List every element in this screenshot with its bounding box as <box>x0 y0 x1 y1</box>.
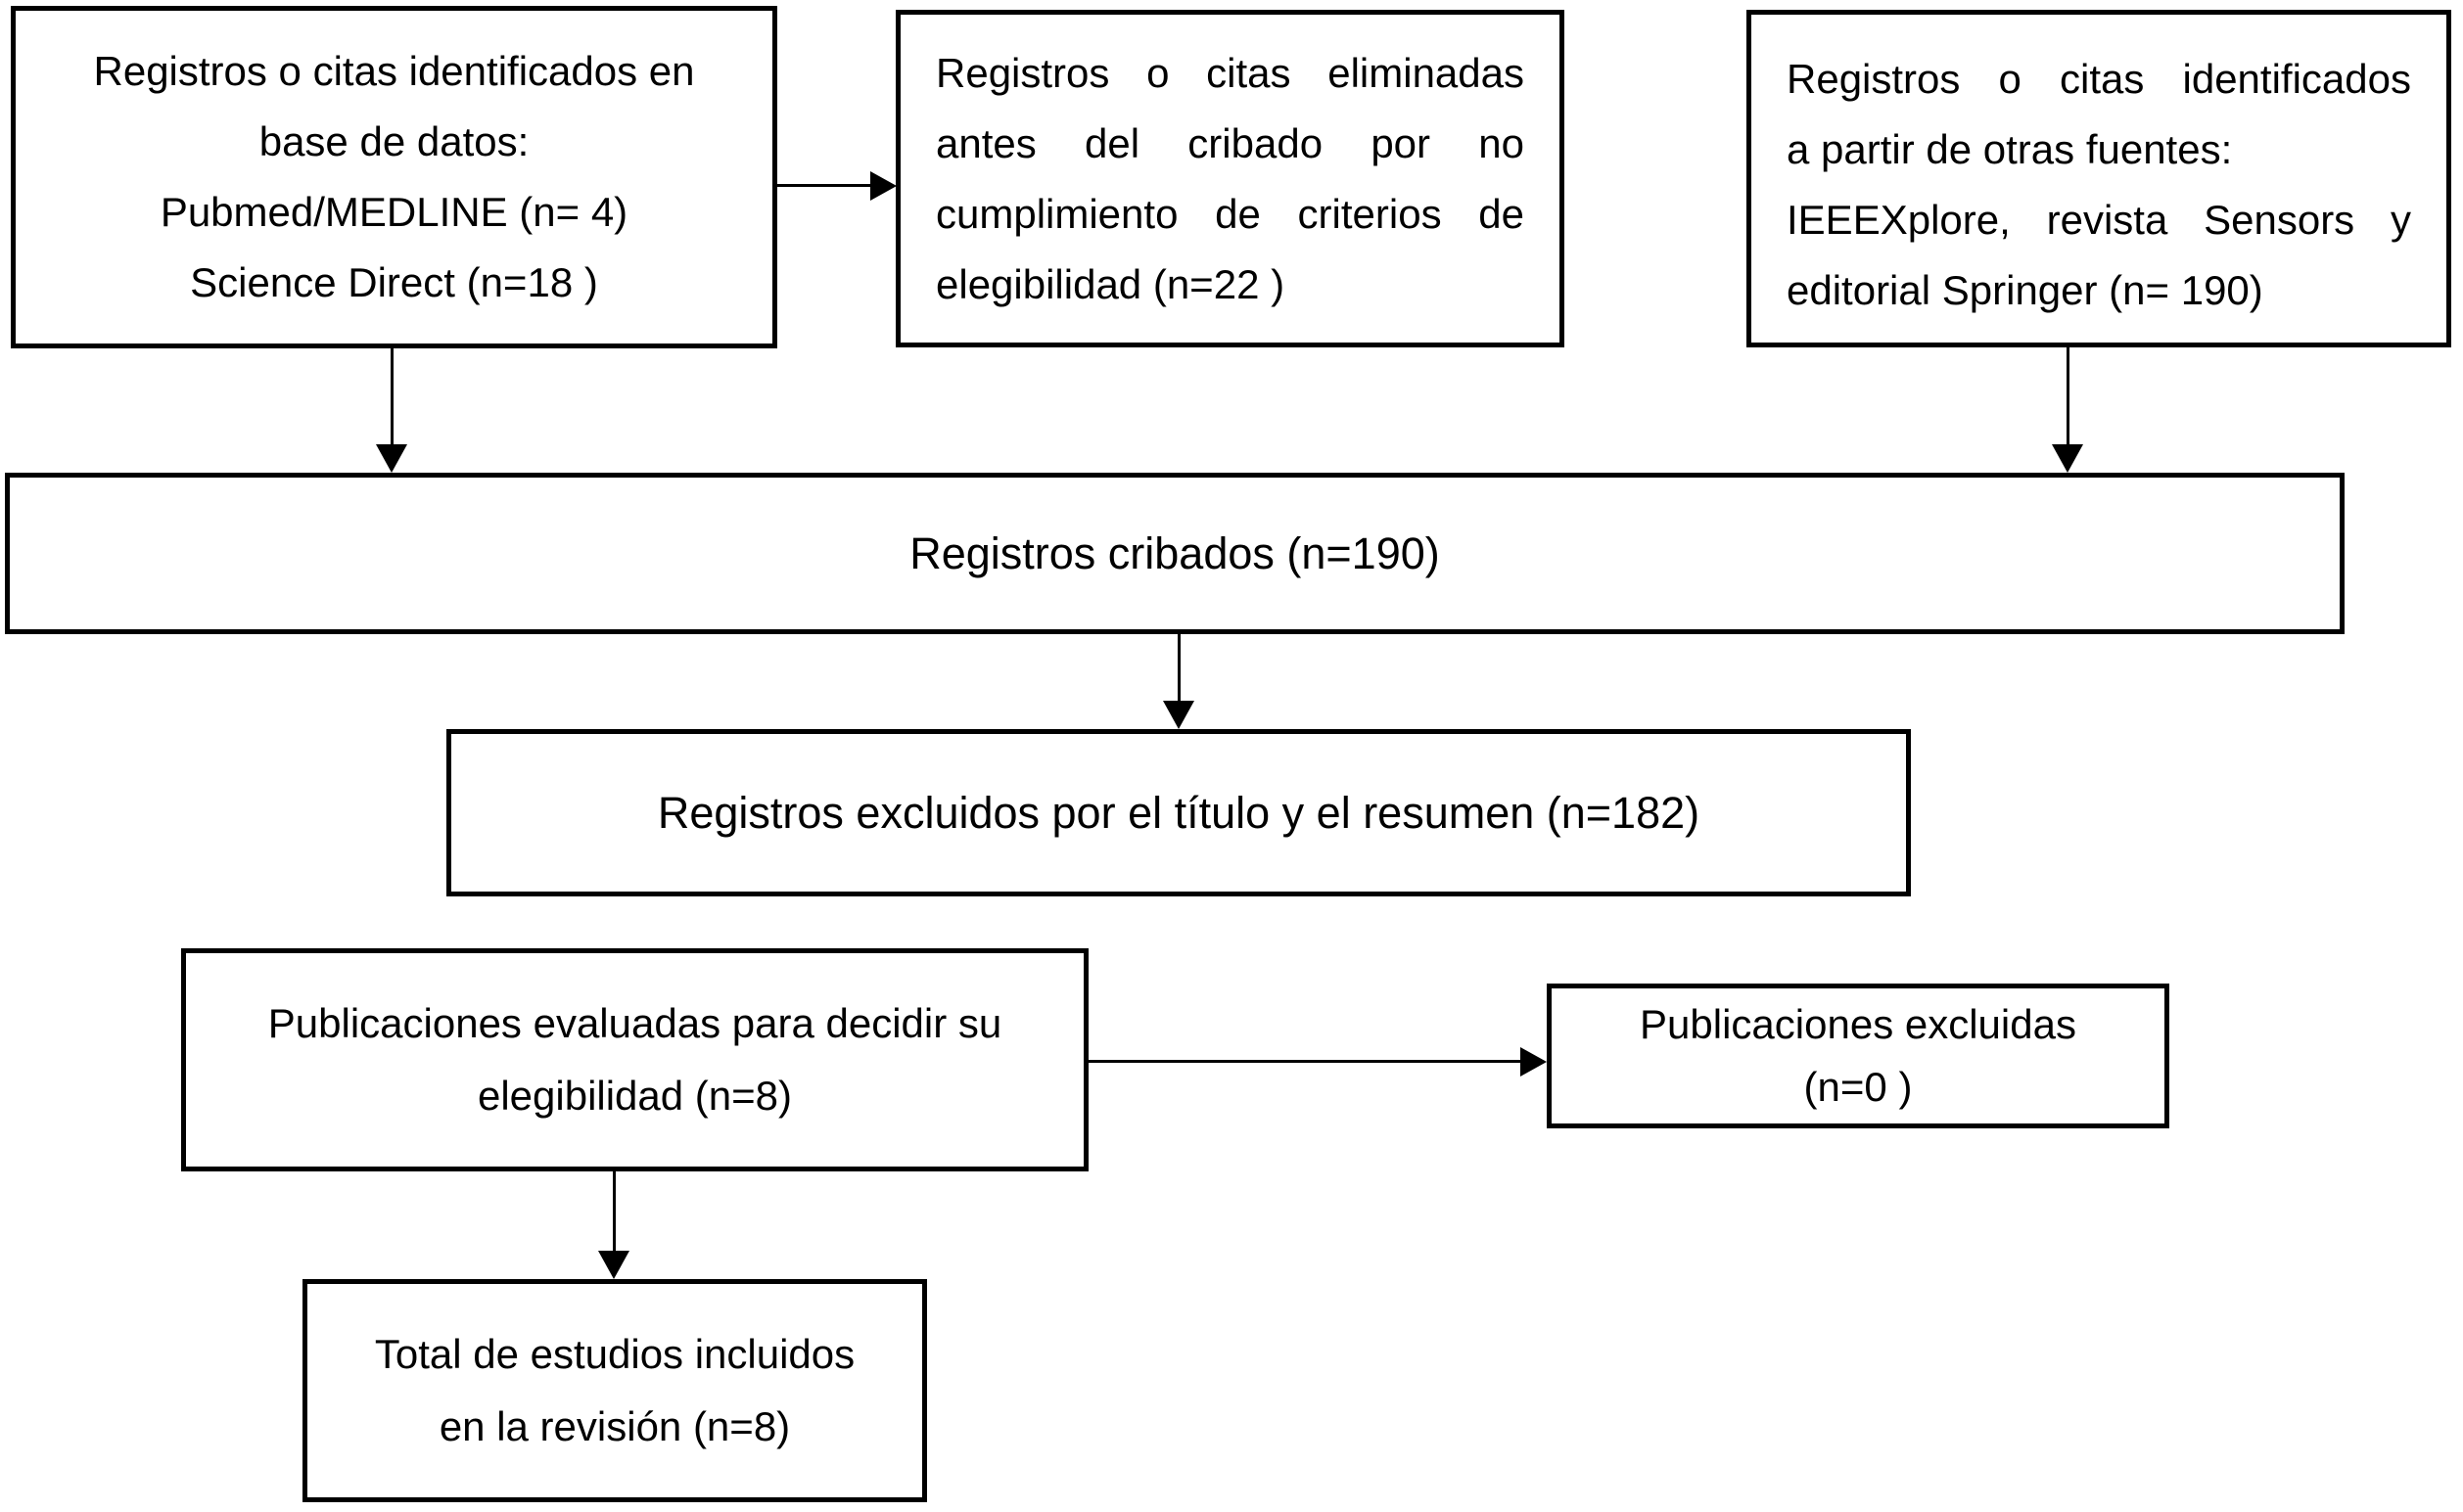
arrow-assessed-to-included-head <box>598 1251 629 1279</box>
box-other-sources-line-2: a partir de otras fuentes: <box>1787 126 2233 172</box>
arrow-screened-to-excluded-head <box>1163 701 1194 729</box>
box-records-screened-line-1: Registros cribados (n=190) <box>909 527 1440 578</box>
box-publications-excluded: Publicaciones excluidas (n=0 ) <box>1547 984 2169 1128</box>
box-records-screened: Registros cribados (n=190) <box>5 473 2345 634</box>
box-other-sources-line-3: IEEEXplore, revista Sensors y <box>1787 197 2411 243</box>
box-identified-databases-line-4: Science Direct (n=18 ) <box>190 259 598 305</box>
box-studies-included-line-2: en la revisión (n=8) <box>439 1403 791 1449</box>
box-studies-included: Total de estudios incluidos en la revisi… <box>302 1279 927 1502</box>
arrow-databases-to-screened-stem <box>391 348 394 446</box>
arrow-databases-to-removed-head <box>870 171 897 201</box>
arrow-databases-to-screened-head <box>376 444 407 473</box>
box-publications-assessed-line-1: Publicaciones evaluadas para decidir su <box>267 1000 1002 1046</box>
box-records-excluded-line-1: Registros excluidos por el título y el r… <box>657 787 1700 838</box>
box-publications-excluded-line-2: (n=0 ) <box>1803 1064 1913 1110</box>
box-other-sources-line-1: Registros o citas identificados <box>1787 56 2411 102</box>
arrow-other-sources-to-screened-stem <box>2067 347 2069 445</box>
box-other-sources-line-4: editorial Springer (n= 190) <box>1787 267 2263 313</box>
box-publications-excluded-line-1: Publicaciones excluidas <box>1640 1001 2076 1047</box>
box-records-excluded-title-abstract: Registros excluidos por el título y el r… <box>446 729 1911 896</box>
box-identified-databases-line-2: base de datos: <box>258 118 530 164</box>
box-identified-databases-line-3: Pubmed/MEDLINE (n= 4) <box>160 189 628 235</box>
box-removed-before-screening: Registros o citas eliminadas antes del c… <box>896 10 1564 347</box>
box-removed-before-line-1: Registros o citas eliminadas <box>936 49 1524 96</box>
arrow-assessed-to-pub-excluded-head <box>1520 1047 1547 1077</box>
arrow-screened-to-excluded-stem <box>1178 634 1181 702</box>
arrow-assessed-to-pub-excluded-stem <box>1089 1060 1521 1063</box>
box-removed-before-line-3: cumplimiento de criterios de <box>936 190 1524 237</box>
arrow-other-sources-to-screened-head <box>2052 444 2083 473</box>
box-identified-databases: Registros o citas identificados en base … <box>11 6 777 348</box>
box-identified-other-sources: Registros o citas identificados a partir… <box>1746 10 2451 347</box>
box-identified-databases-line-1: Registros o citas identificados en <box>93 48 695 94</box>
box-removed-before-line-4: elegibilidad (n=22 ) <box>936 260 1285 307</box>
box-publications-assessed: Publicaciones evaluadas para decidir su … <box>181 948 1089 1171</box>
box-removed-before-line-2: antes del cribado por no <box>936 119 1524 166</box>
box-publications-assessed-line-2: elegibilidad (n=8) <box>477 1073 793 1119</box>
arrow-databases-to-removed-stem <box>777 184 871 187</box>
box-studies-included-line-1: Total de estudios incluidos <box>374 1331 856 1377</box>
arrow-assessed-to-included-stem <box>613 1171 616 1252</box>
